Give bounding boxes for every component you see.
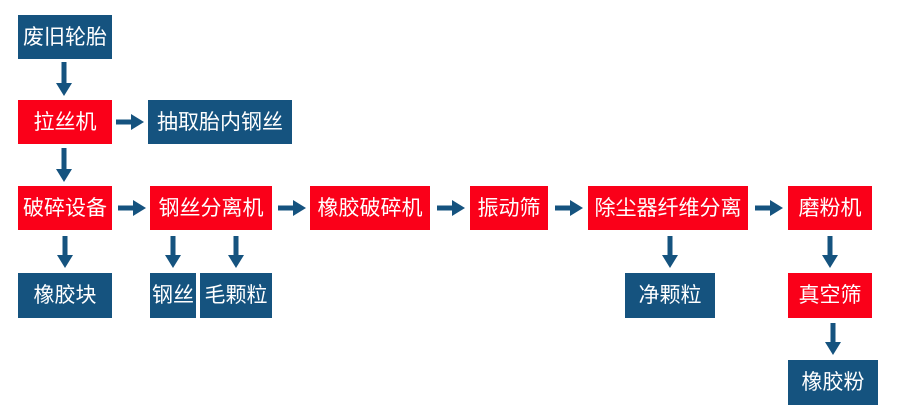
node-crushing-equipment[interactable]: 破碎设备 xyxy=(18,186,112,230)
arrow-down-icon xyxy=(53,236,77,268)
arrow-right-icon xyxy=(755,196,783,220)
node-wire-separator[interactable]: 钢丝分离机 xyxy=(150,186,272,230)
node-rubber-block[interactable]: 橡胶块 xyxy=(18,273,112,318)
node-fluff-granule[interactable]: 毛颗粒 xyxy=(200,273,272,318)
arrow-right-icon xyxy=(437,196,465,220)
arrow-down-icon xyxy=(821,323,845,355)
arrow-right-icon xyxy=(118,196,146,220)
arrow-down-icon xyxy=(52,148,76,182)
node-waste-tire[interactable]: 废旧轮胎 xyxy=(18,15,112,59)
node-vibrating-screen[interactable]: 振动筛 xyxy=(470,186,548,230)
node-rubber-crusher[interactable]: 橡胶破碎机 xyxy=(310,186,430,230)
arrow-down-icon xyxy=(818,236,842,268)
node-vacuum-screen[interactable]: 真空筛 xyxy=(788,273,872,318)
node-clean-granule[interactable]: 净颗粒 xyxy=(625,273,715,318)
arrow-down-icon xyxy=(224,236,248,268)
node-steel-wire[interactable]: 钢丝 xyxy=(150,273,196,318)
node-dust-fiber-separator[interactable]: 除尘器纤维分离 xyxy=(588,186,748,230)
node-grinder[interactable]: 磨粉机 xyxy=(788,186,872,230)
arrow-right-icon xyxy=(116,110,144,134)
node-extract-bead-wire[interactable]: 抽取胎内钢丝 xyxy=(148,100,292,144)
arrow-right-icon xyxy=(555,196,583,220)
arrow-down-icon xyxy=(658,236,682,268)
arrow-down-icon xyxy=(161,236,185,268)
arrow-right-icon xyxy=(278,196,306,220)
arrow-down-icon xyxy=(52,62,76,96)
node-wire-drawing[interactable]: 拉丝机 xyxy=(18,100,112,144)
node-rubber-powder[interactable]: 橡胶粉 xyxy=(788,360,878,405)
